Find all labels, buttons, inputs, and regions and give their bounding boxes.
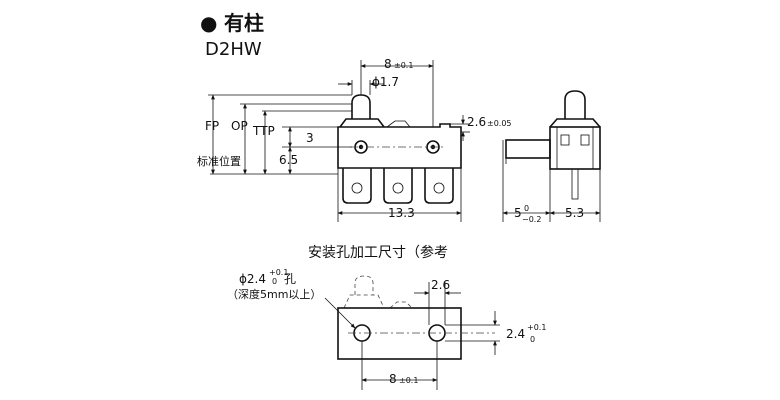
- dim-hole-tol: ±0.05: [487, 119, 512, 128]
- side-window-left: [560, 134, 570, 146]
- mounting-title: 安装孔加工尺寸（参考: [308, 244, 448, 261]
- side-view: 5 0 −0.2 5.3: [502, 90, 601, 224]
- dim-mount-pitch-tol: ±0.1: [399, 376, 418, 385]
- dim-mount-height-upper: +0.1: [527, 323, 546, 332]
- header-title: 有柱: [224, 11, 264, 35]
- dim-hole: 2.6: [467, 115, 486, 129]
- side-terminal: [505, 139, 551, 159]
- dim-side-width: 5.3: [565, 206, 584, 220]
- dim-pitch-tol: ±0.1: [394, 61, 413, 70]
- dim-depth-upper: 0: [524, 204, 529, 213]
- side-cap: [549, 118, 601, 128]
- dim-mount-spacing: 2.6: [431, 278, 450, 292]
- mount-cap-outline: [343, 294, 385, 309]
- dim-width: 13.3: [388, 206, 415, 220]
- mounting-section: 安装孔加工尺寸（参考 ϕ2.4 +0.1 0 孔 （深度5mm以上） 2.6 2…: [227, 244, 546, 390]
- dim-depth: 5: [514, 206, 522, 220]
- dim-pitch: 8: [384, 57, 392, 71]
- dim-65: 6.5: [279, 153, 298, 167]
- mount-plate: [337, 307, 462, 360]
- hole-leader: [324, 297, 356, 329]
- side-body: [549, 126, 601, 170]
- side-window-right: [580, 134, 590, 146]
- terminals: [342, 168, 454, 204]
- dim-depth-lower: −0.2: [522, 215, 541, 224]
- hole-label-lower: 0: [272, 277, 277, 286]
- header: ● 有柱 D2HW: [200, 11, 264, 60]
- dim-mount-pitch: 8: [389, 372, 397, 386]
- hole-label-upper: +0.1: [269, 268, 288, 277]
- label-op: OP: [231, 119, 248, 133]
- bullet-icon: ●: [200, 11, 217, 35]
- mount-plunger-outline: [354, 275, 374, 295]
- depth-note: （深度5mm以上）: [227, 287, 321, 301]
- hole-label-prefix: ϕ2.4: [239, 272, 266, 286]
- side-plunger: [564, 90, 586, 119]
- switch-cap: [339, 118, 385, 128]
- model-name: D2HW: [205, 39, 262, 60]
- front-view: FP OP TTP 3 6.5 标准位置 8 ±0.1 ϕ1.7 2.6 ±0.…: [197, 57, 512, 222]
- mount-bump-outline: [389, 301, 413, 309]
- dim-mount-height-lower: 0: [530, 335, 535, 344]
- label-fp: FP: [205, 119, 219, 133]
- dim-mount-height: 2.4: [506, 327, 525, 341]
- side-pin: [571, 168, 579, 200]
- label-standard-position: 标准位置: [197, 154, 241, 168]
- body-bump: [386, 120, 411, 128]
- hole-label-suffix: 孔: [284, 272, 296, 286]
- switch-body: [337, 123, 462, 169]
- dim-plunger-dia: ϕ1.7: [372, 75, 399, 89]
- plunger: [351, 94, 371, 119]
- label-ttp: TTP: [252, 124, 275, 138]
- dim-3: 3: [306, 131, 314, 145]
